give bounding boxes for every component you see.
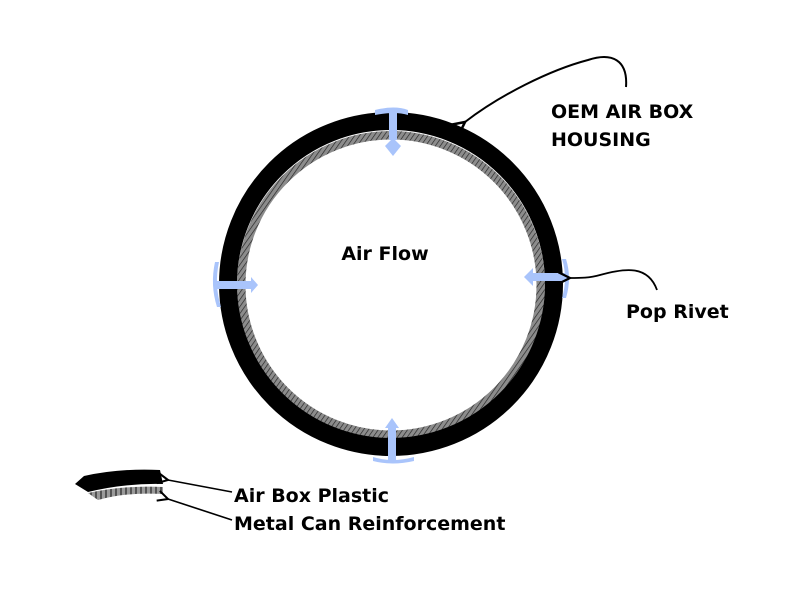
air-flow-label: Air Flow (341, 243, 428, 265)
pop-rivet-label: Pop Rivet (626, 301, 729, 323)
rivet-left (212, 262, 258, 307)
housing-label-line1: OEM AIR BOX (551, 101, 694, 123)
housing-label-line2: HOUSING (551, 129, 651, 151)
rivet-bottom (373, 418, 414, 464)
legend-plastic-arrow (168, 480, 233, 493)
legend-metal-arrow (168, 499, 233, 521)
legend-plastic-swatch (75, 469, 163, 492)
rivet-top (375, 107, 408, 156)
metal-can-ring (236, 130, 546, 440)
housing-pointer-arrow (465, 56, 628, 122)
airbox-plastic-ring (219, 112, 563, 456)
legend-plastic-label: Air Box Plastic (234, 485, 389, 507)
legend-metal-swatch (88, 486, 163, 500)
rivet-pointer-arrow (570, 269, 658, 291)
legend-metal-label: Metal Can Reinforcement (234, 513, 505, 535)
